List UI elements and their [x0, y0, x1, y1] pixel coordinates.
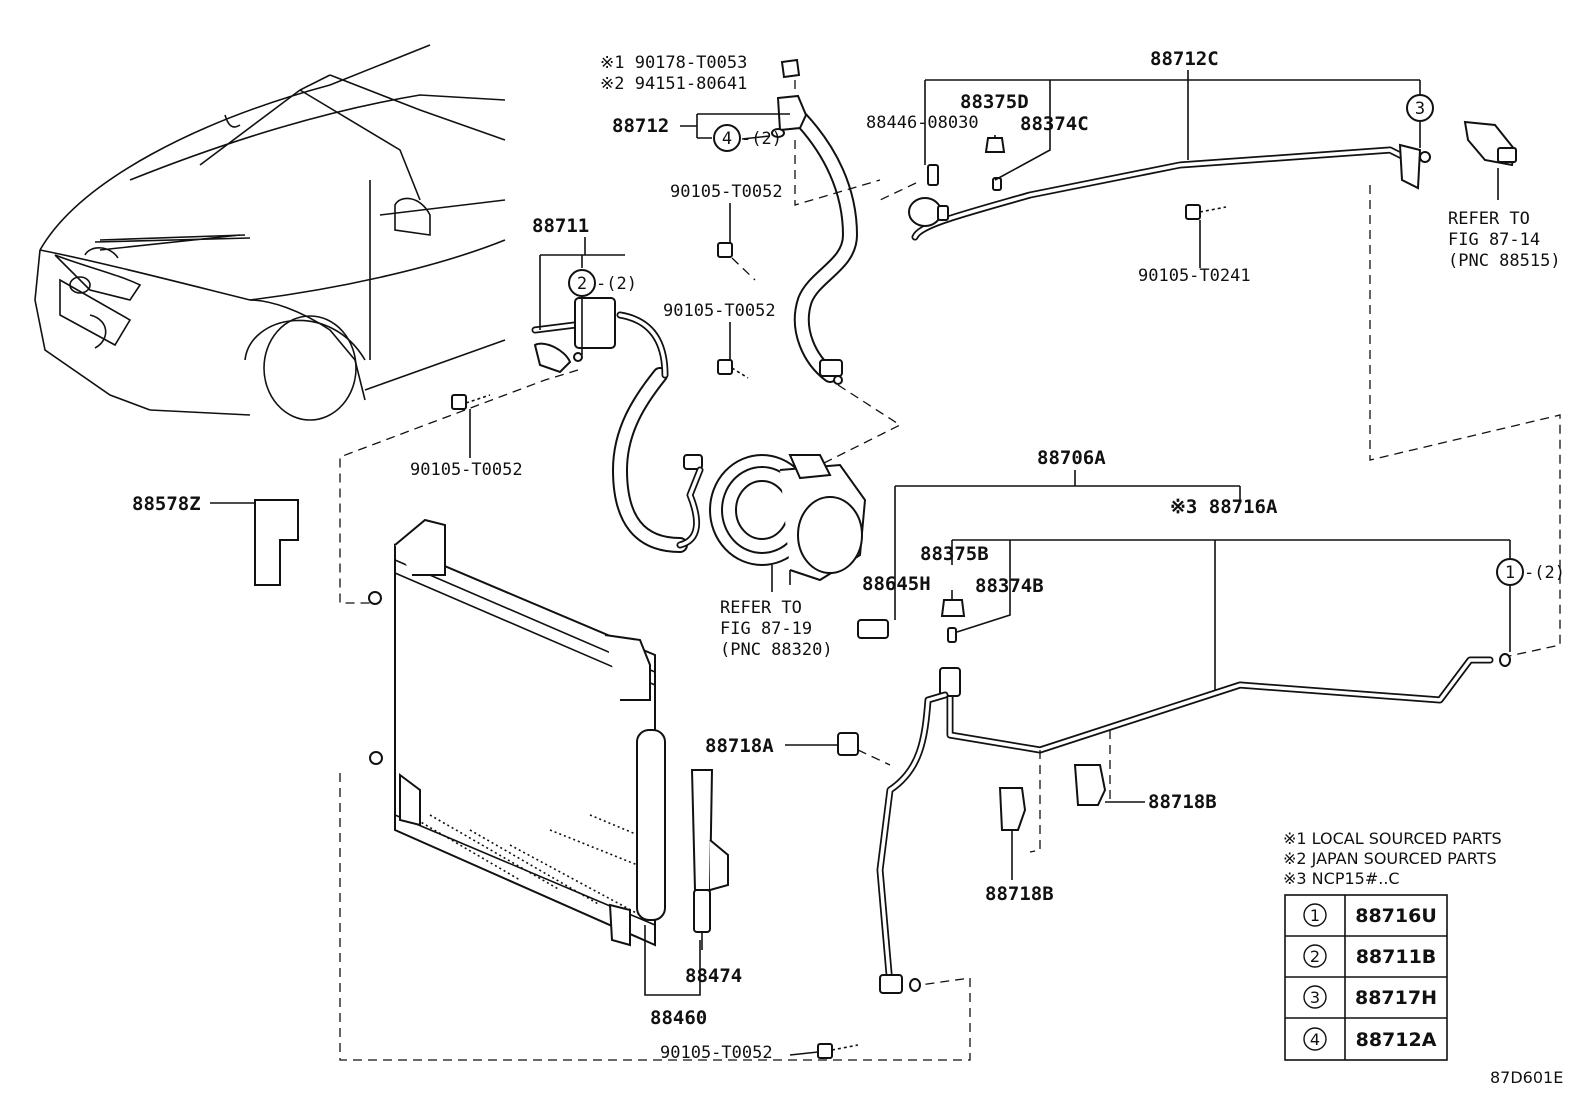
- label-88474: 88474: [685, 965, 742, 987]
- label-88712c: 88712C: [1150, 48, 1219, 70]
- label-88711: 88711: [532, 215, 589, 237]
- discharge-hose-88711: [531, 297, 704, 553]
- label-88645h: 88645H: [862, 573, 931, 595]
- refer-fig-87-19-line3: (PNC 88320): [720, 640, 833, 660]
- cap-88375d: [984, 137, 1006, 153]
- service-valve-88446: [927, 164, 939, 186]
- svg-text:88712A: 88712A: [1356, 1029, 1437, 1051]
- condenser-88460: [368, 518, 666, 947]
- svg-text:3: 3: [1415, 99, 1425, 119]
- svg-text:88711B: 88711B: [1356, 946, 1437, 968]
- label-88716a: ※3 88716A: [1170, 496, 1278, 518]
- clamp-88718a: [837, 732, 859, 756]
- valve-core-88374b: [947, 627, 957, 643]
- svg-text:2: 2: [577, 274, 587, 294]
- label-88706a: 88706A: [1037, 447, 1106, 469]
- table-row: 1 88716U: [1303, 903, 1437, 927]
- svg-text:88717H: 88717H: [1355, 987, 1437, 1009]
- vehicle-illustration: [34, 44, 506, 421]
- bolt-90105-t0052-left: [451, 394, 491, 410]
- note1-part-number: ※1 90178-T0053: [600, 53, 747, 73]
- label-90105-t0052-upper: 90105-T0052: [670, 182, 783, 202]
- legend-note-3: ※3 NCP15#..C: [1283, 869, 1400, 888]
- label-90105-t0052-bottom: 90105-T0052: [660, 1043, 773, 1063]
- label-88578z: 88578Z: [132, 493, 201, 515]
- label-88374b: 88374B: [975, 575, 1044, 597]
- label-90105-t0052-left: 90105-T0052: [410, 460, 523, 480]
- clamp-88718b-left: [998, 787, 1027, 831]
- callout-3-top: 3: [1406, 94, 1434, 122]
- reference-table: 1 88716U 2 88711B 3 88717H 4 88712A: [1284, 894, 1448, 1061]
- bolt-90105-t0052-bottom: [817, 1043, 859, 1059]
- label-90105-t0052-middle: 90105-T0052: [663, 301, 776, 321]
- compressor: [709, 454, 867, 585]
- refer-fig-87-19-line1: REFER TO: [720, 598, 802, 618]
- svg-text:3: 3: [1310, 988, 1320, 1007]
- label-88375d: 88375D: [960, 91, 1029, 113]
- svg-text:4: 4: [1310, 1030, 1320, 1049]
- switch-88645h: [857, 619, 889, 639]
- bolt-90105-t0052-upper: [717, 242, 756, 281]
- cap-88375b: [940, 599, 966, 617]
- svg-text:2: 2: [1310, 947, 1320, 966]
- refer-fig-87-19-line2: FIG 87-19: [720, 619, 812, 639]
- refer-fig-87-14-line2: FIG 87-14: [1448, 230, 1540, 250]
- label-88718a: 88718A: [705, 735, 774, 757]
- callout-2-top: 2: [568, 269, 596, 297]
- liquid-pipe-88706a: [876, 653, 1511, 994]
- label-88718b-right: 88718B: [1148, 791, 1217, 813]
- leader-lines: [210, 70, 1511, 1056]
- label-90105-t0241: 90105-T0241: [1138, 266, 1251, 286]
- legend-note-2: ※2 JAPAN SOURCED PARTS: [1283, 849, 1497, 868]
- pad-88578z: [254, 499, 299, 586]
- svg-text:1: 1: [1310, 906, 1320, 925]
- label-88711-qty: -(2): [596, 274, 637, 294]
- figure-code: 87D601E: [1490, 1068, 1563, 1087]
- table-row: 4 88712A: [1303, 1027, 1437, 1051]
- label-88460: 88460: [650, 1007, 707, 1029]
- bolt-90105-t0052-middle: [717, 359, 749, 379]
- svg-text:88716U: 88716U: [1355, 905, 1437, 927]
- bolt-90105-t0241: [1185, 204, 1227, 220]
- part-labels: ※1 90178-T0053 ※2 94151-80641 88712 -(2)…: [132, 48, 1565, 1087]
- legend-notes: ※1 LOCAL SOURCED PARTS ※2 JAPAN SOURCED …: [1283, 829, 1502, 888]
- table-row: 2 88711B: [1303, 944, 1437, 968]
- label-88712: 88712: [612, 115, 669, 137]
- refer-fig-87-14-line3: (PNC 88515): [1448, 251, 1561, 271]
- label-88374c: 88374C: [1020, 113, 1089, 135]
- svg-text:1: 1: [1505, 563, 1515, 583]
- note2-part-number: ※2 94151-80641: [600, 74, 747, 94]
- suction-hose-88712: [771, 58, 859, 385]
- label-88446-08030: 88446-08030: [866, 113, 979, 133]
- callout-1-right: 1: [1496, 558, 1524, 586]
- refer-fig-87-14-line1: REFER TO: [1448, 209, 1530, 229]
- label-88375b: 88375B: [920, 543, 989, 565]
- callout-4-top: 4: [713, 124, 741, 152]
- label-88718b-left: 88718B: [985, 883, 1054, 905]
- label-88712-qty: -(2): [741, 129, 782, 149]
- pipe-88712c: [908, 120, 1517, 241]
- legend-note-1: ※1 LOCAL SOURCED PARTS: [1283, 829, 1502, 848]
- clamp-88718b-right: [1073, 764, 1107, 806]
- table-row: 3 88717H: [1303, 985, 1437, 1009]
- svg-text:4: 4: [722, 129, 732, 149]
- filter-88474: [690, 769, 729, 933]
- label-callout-1-qty: -(2): [1524, 563, 1565, 583]
